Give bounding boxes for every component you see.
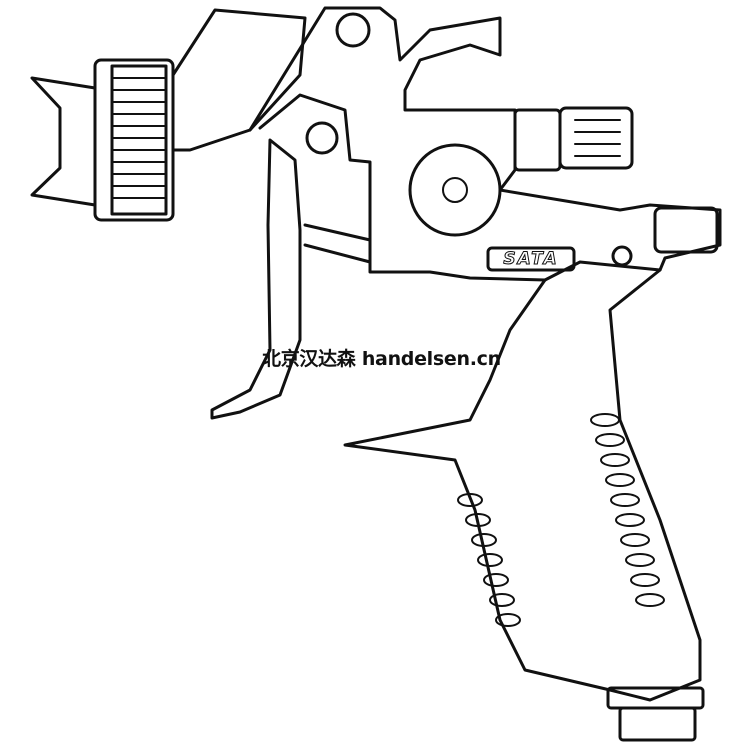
torx-screw-icon bbox=[611, 245, 633, 267]
air-micrometer bbox=[653, 206, 719, 254]
trigger bbox=[210, 138, 302, 420]
air-inlet-fitting bbox=[606, 686, 705, 742]
brand-label: SATA bbox=[503, 249, 559, 270]
fluid-adjuster bbox=[513, 106, 634, 172]
grip-pads bbox=[457, 413, 665, 627]
spray-dial bbox=[408, 143, 502, 237]
sata-badge-frame bbox=[486, 246, 576, 272]
grip-handle bbox=[343, 268, 702, 702]
watermark-text: 北京汉达森 handelsen.cn bbox=[262, 348, 501, 370]
air-cap bbox=[30, 58, 175, 222]
gun-body bbox=[171, 6, 722, 282]
trigger-stop bbox=[303, 223, 372, 264]
